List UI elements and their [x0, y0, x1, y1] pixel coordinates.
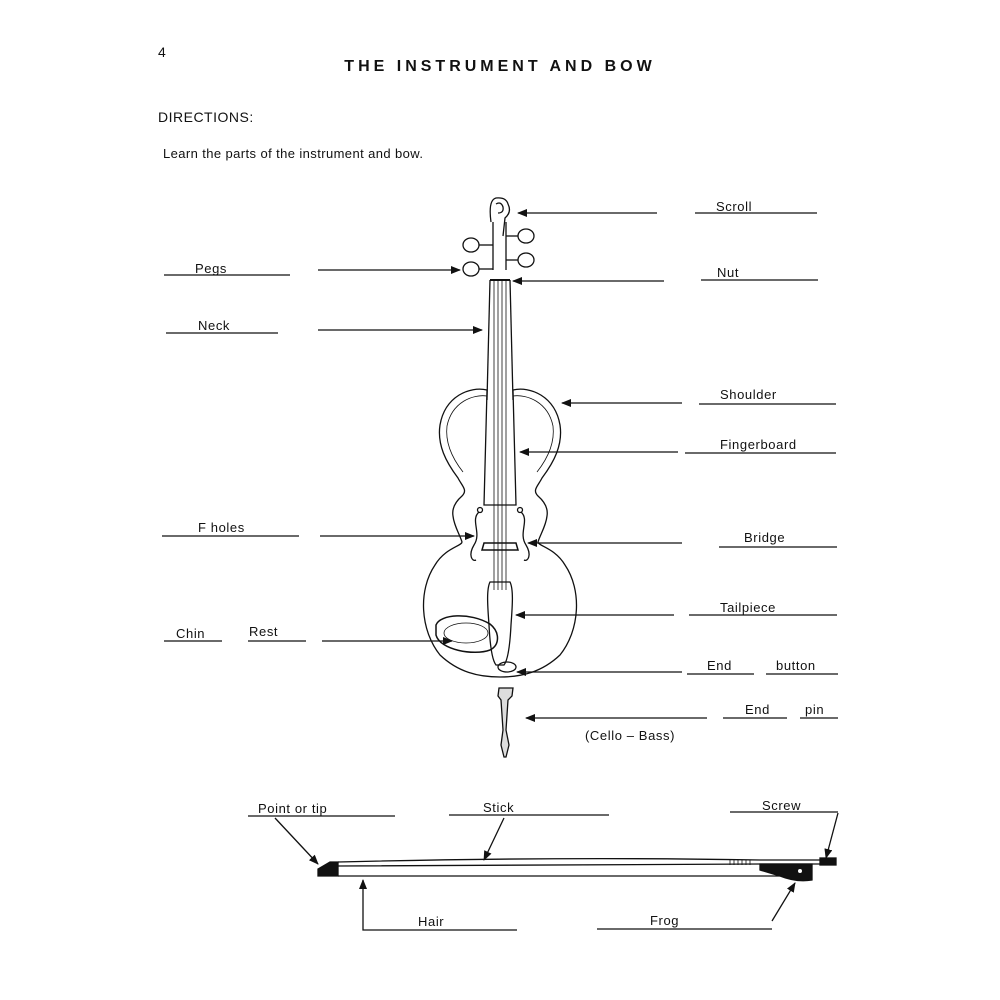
- violin-answer-lines: [162, 212, 838, 719]
- label-bridge: Bridge: [744, 530, 785, 545]
- label-end-button-2: button: [776, 658, 816, 673]
- label-pegs: Pegs: [195, 261, 227, 276]
- label-chin: Chin: [176, 626, 205, 641]
- label-neck: Neck: [198, 318, 230, 333]
- label-scroll: Scroll: [716, 199, 752, 214]
- label-tailpiece: Tailpiece: [720, 600, 776, 615]
- label-f-holes: F holes: [198, 520, 245, 535]
- label-end-button-1: End: [707, 658, 732, 673]
- label-end-pin-1: End: [745, 702, 770, 717]
- label-hair: Hair: [418, 914, 444, 929]
- label-point-or-tip: Point or tip: [258, 801, 327, 816]
- label-frog: Frog: [650, 913, 679, 928]
- label-end-pin-2: pin: [805, 702, 824, 717]
- bow-illustration: [317, 857, 837, 882]
- label-screw: Screw: [762, 798, 801, 813]
- violin-illustration: [422, 197, 578, 758]
- label-nut: Nut: [717, 265, 739, 280]
- instruction-text: Learn the parts of the instrument and bo…: [163, 146, 424, 161]
- label-shoulder: Shoulder: [720, 387, 777, 402]
- label-stick: Stick: [483, 800, 514, 815]
- violin-leader-arrows: [318, 209, 707, 722]
- page-title: THE INSTRUMENT AND BOW: [344, 58, 656, 75]
- page-number: 4: [158, 44, 166, 60]
- label-end-pin-note: (Cello – Bass): [585, 728, 675, 743]
- label-rest: Rest: [249, 624, 278, 639]
- directions-heading: DIRECTIONS:: [158, 109, 254, 125]
- bow-answer-lines: [248, 811, 838, 931]
- bow-leader-arrows: [274, 812, 839, 931]
- label-fingerboard: Fingerboard: [720, 437, 797, 452]
